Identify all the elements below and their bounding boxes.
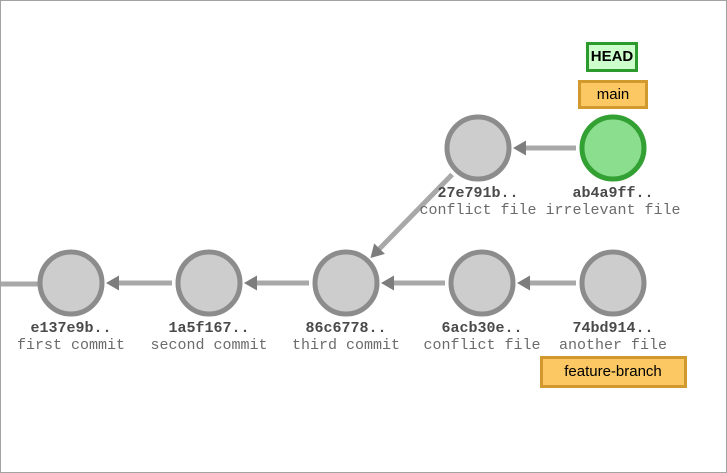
parent-arrow-head: [244, 275, 257, 291]
commit-node-86c6778: [312, 249, 380, 317]
commit-node-e137e9b: [37, 249, 105, 317]
head-badge: HEAD: [586, 42, 638, 72]
parent-arrow-head: [517, 275, 530, 291]
parent-arrow-head: [106, 275, 119, 291]
parent-arrow-head: [513, 140, 526, 156]
parent-arrow-shaft: [377, 172, 454, 252]
commit-node-1a5f167: [175, 249, 243, 317]
branch-badge-main: main: [578, 79, 648, 109]
commit-hash-86c6778: 86c6778..: [305, 320, 387, 337]
parent-arrow-head: [381, 275, 394, 291]
commit-message-1a5f167: second commit: [150, 337, 268, 354]
commit-node-27e791b: [444, 114, 512, 182]
commit-node-74bd914: [579, 249, 647, 317]
parent-arrow-head: [370, 243, 385, 258]
commit-message-e137e9b: first commit: [16, 337, 126, 354]
branch-badge-feature-branch: feature-branch: [539, 356, 687, 388]
commit-message-27e791b: conflict file: [419, 202, 537, 219]
commit-hash-e137e9b: e137e9b..: [30, 320, 112, 337]
commit-hash-6acb30e: 6acb30e..: [441, 320, 523, 337]
commit-message-86c6778: third commit: [291, 337, 401, 354]
commit-hash-27e791b: 27e791b..: [437, 185, 519, 202]
commit-node-6acb30e: [448, 249, 516, 317]
commit-hash-ab4a9ff: ab4a9ff..: [572, 185, 654, 202]
commit-message-6acb30e: conflict file: [423, 337, 541, 354]
commit-node-ab4a9ff: [579, 114, 647, 182]
commit-hash-1a5f167: 1a5f167..: [168, 320, 250, 337]
commit-hash-74bd914: 74bd914..: [572, 320, 654, 337]
commit-message-74bd914: another file: [558, 337, 668, 354]
commit-message-ab4a9ff: irrelevant file: [545, 202, 681, 219]
